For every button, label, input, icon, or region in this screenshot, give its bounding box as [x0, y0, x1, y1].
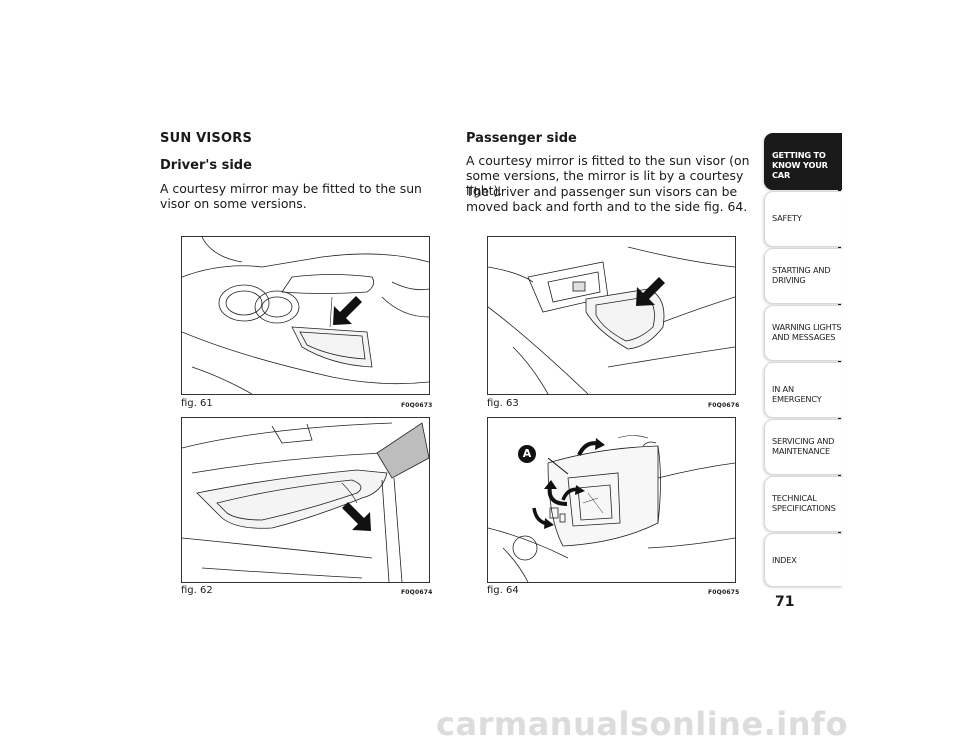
tab-label: STARTING AND — [772, 265, 831, 275]
watermark: carmanualsonline.info — [436, 705, 848, 743]
tab-label: TECHNICAL — [772, 493, 817, 503]
callout-a-badge: A — [518, 445, 536, 463]
tab-label: AND MESSAGES — [772, 332, 836, 342]
drivers-side-heading: Driver's side — [160, 158, 252, 173]
figure-61-image — [181, 236, 430, 395]
tab-label: IN AN EMERGENCY — [772, 384, 822, 404]
figure-62-code: F0Q0674 — [401, 589, 433, 596]
tab-label: WARNING LIGHTS — [772, 322, 842, 332]
tab-label: MAINTENANCE — [772, 446, 830, 456]
curved-arrow-icon — [532, 507, 554, 529]
figure-63-caption: fig. 63 — [487, 398, 519, 409]
tab-warning-lights-and-messages[interactable]: WARNING LIGHTS AND MESSAGES — [764, 305, 842, 361]
figure-64-image: A — [487, 417, 736, 583]
passenger-side-paragraph-1: A courtesy mirror is fitted to the sun v… — [466, 153, 750, 198]
arrow-icon — [333, 296, 362, 325]
tab-label: SAFETY — [772, 213, 802, 223]
tab-in-an-emergency[interactable]: IN AN EMERGENCY — [764, 362, 842, 418]
passenger-side-paragraph-2: The driver and passenger sun visors can … — [466, 184, 748, 214]
tab-label: SPECIFICATIONS — [772, 503, 836, 513]
tab-starting-and-driving[interactable]: STARTING AND DRIVING — [764, 248, 842, 304]
tab-label: KNOW YOUR CAR — [772, 160, 828, 180]
figure-62-caption: fig. 62 — [181, 585, 213, 596]
rotate-arrow-icon — [544, 480, 568, 506]
tab-label: GETTING TO — [772, 150, 826, 160]
arrow-icon — [342, 502, 371, 531]
page-number: 71 — [775, 594, 795, 610]
tab-index[interactable]: INDEX — [764, 533, 842, 587]
curved-arrow-icon — [577, 438, 605, 456]
drivers-side-paragraph: A courtesy mirror may be fitted to the s… — [160, 181, 422, 211]
figure-63-code: F0Q0676 — [708, 402, 740, 409]
curved-arrow-icon — [561, 485, 585, 501]
tab-label: SERVICING AND — [772, 436, 835, 446]
figure-61-code: F0Q0673 — [401, 402, 433, 409]
figure-64-caption: fig. 64 — [487, 585, 519, 596]
tab-getting-to-know-your-car[interactable]: GETTING TO KNOW YOUR CAR — [764, 133, 842, 190]
section-title: SUN VISORS — [160, 131, 253, 146]
figure-64-code: F0Q0675 — [708, 589, 740, 596]
tab-label: INDEX — [772, 555, 797, 565]
arrow-icon — [636, 277, 665, 306]
tab-label: DRIVING — [772, 275, 806, 285]
tab-safety[interactable]: SAFETY — [764, 191, 842, 247]
figure-61-caption: fig. 61 — [181, 398, 213, 409]
tab-servicing-and-maintenance[interactable]: SERVICING AND MAINTENANCE — [764, 419, 842, 475]
figure-63-image — [487, 236, 736, 395]
tab-technical-specifications[interactable]: TECHNICAL SPECIFICATIONS — [764, 476, 842, 532]
passenger-side-heading: Passenger side — [466, 131, 577, 146]
figure-62-image — [181, 417, 430, 583]
callout-leader-line — [548, 458, 569, 475]
